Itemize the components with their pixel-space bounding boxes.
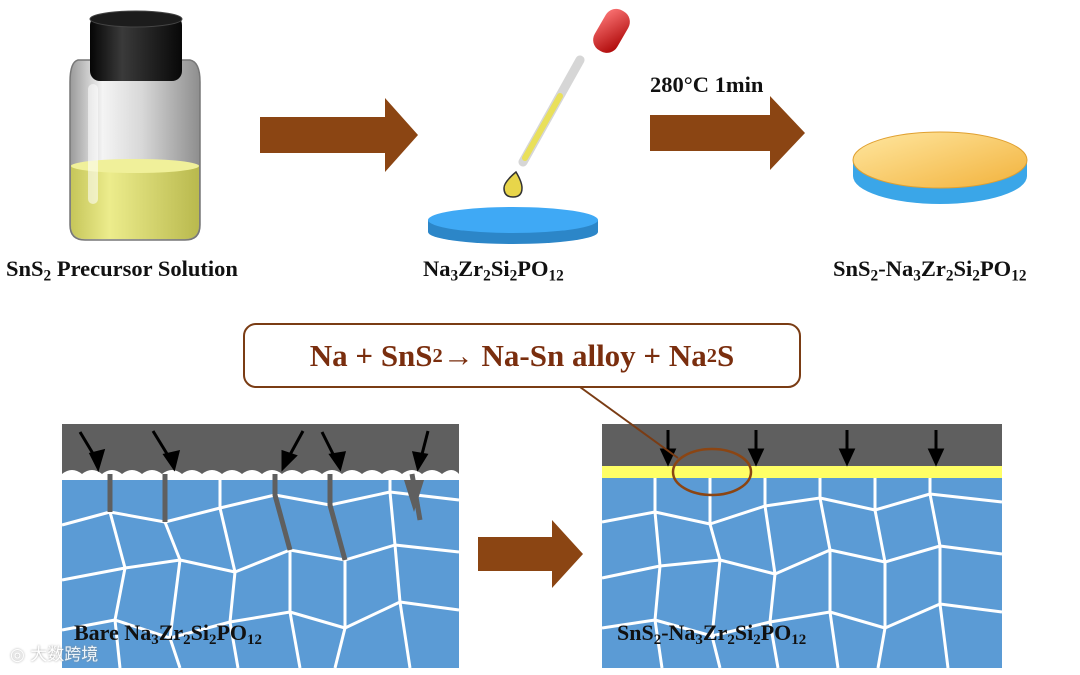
sodium-flux-arrows xyxy=(659,430,945,467)
watermark-logo-icon: ◎ xyxy=(10,645,31,665)
coated-electrolyte-label: SnS2-Na3Zr2Si2PO12 xyxy=(617,620,807,649)
bare-electrolyte-cross-section xyxy=(61,424,460,669)
precursor-vial-icon xyxy=(69,10,201,241)
coated-disc-icon xyxy=(852,131,1028,204)
substrate-disc-icon xyxy=(428,207,598,244)
dropper-icon xyxy=(503,8,630,198)
interface-highlight-ellipse xyxy=(671,447,753,497)
process-condition-label: 280°C 1min xyxy=(650,72,764,97)
substrate-label: Na3Zr2Si2PO12 xyxy=(423,256,564,285)
precursor-solution-label: SnS2 Precursor Solution xyxy=(6,256,238,285)
coated-electrolyte-cross-section xyxy=(601,424,1003,669)
arrow-right-icon xyxy=(650,96,805,170)
watermark: ◎ 大数跨境 xyxy=(10,645,99,665)
arrow-right-icon xyxy=(260,98,418,172)
coated-substrate-label: SnS2-Na3Zr2Si2PO12 xyxy=(833,256,1027,285)
arrow-right-icon xyxy=(478,520,583,588)
callout-line xyxy=(579,386,679,459)
bare-electrolyte-label: Bare Na3Zr2Si2PO12 xyxy=(74,620,262,649)
sodium-flux-arrows xyxy=(78,430,430,473)
